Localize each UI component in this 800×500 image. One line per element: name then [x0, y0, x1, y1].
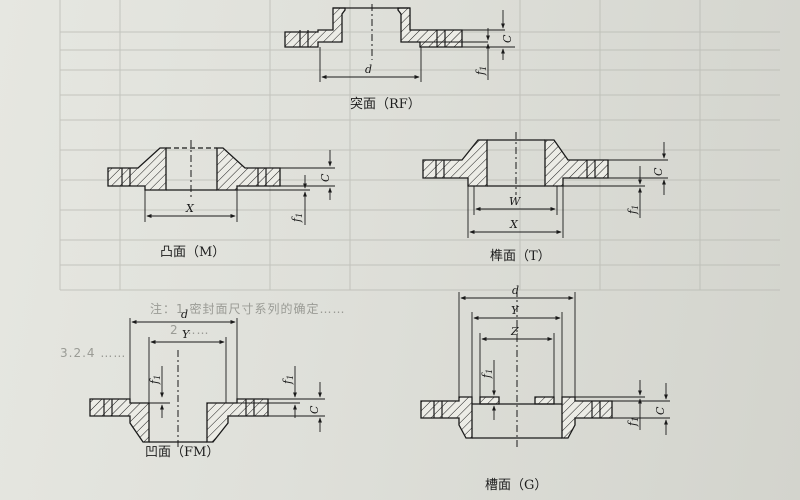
dim-c-m: C [319, 173, 332, 182]
caption-fm: 凹面（FM） [145, 445, 220, 460]
dim-f-label: f [281, 378, 294, 385]
flange-rf: d C f1 [284, 4, 515, 82]
dim-c-fm: C [308, 405, 321, 414]
dim-f-label: f [474, 69, 487, 76]
dim-f-subscript: 1 [631, 417, 640, 422]
dim-f-label: f [148, 378, 161, 385]
dim-x-m: X [185, 202, 195, 215]
dim-c-g: C [654, 406, 667, 415]
dim-f1-rf: f1 [474, 66, 488, 76]
dim-f-label: f [480, 372, 493, 379]
dim-f1-m: f1 [290, 213, 304, 223]
dim-z-g: Z [510, 325, 519, 338]
dim-f-subscript: 1 [631, 205, 640, 210]
dim-f-subscript: 1 [485, 369, 494, 374]
dim-f1-g-right: f1 [626, 417, 640, 427]
dim-f-subscript: 1 [295, 213, 304, 218]
bleed-line-3: 3.2.4 …… [60, 346, 127, 360]
flange-t: W X C f1 [422, 132, 668, 238]
dim-f-subscript: 1 [479, 66, 488, 71]
dim-f1-g-left: f1 [480, 369, 494, 379]
dim-w-t: W [509, 195, 522, 208]
dim-d-g: d [512, 284, 519, 297]
caption-t: 榫面（T） [490, 249, 551, 264]
dim-f-label: f [626, 208, 639, 215]
dim-f1-t: f1 [626, 205, 640, 215]
flange-fm: d Y C f1 f1 [89, 308, 325, 450]
dim-d-fm: d [181, 308, 188, 321]
dim-y-fm: Y [182, 328, 191, 341]
dim-f-subscript: 1 [153, 375, 162, 380]
flange-m: X C f1 [107, 140, 335, 225]
dim-y-g: Y [511, 304, 520, 317]
dim-f1-fm-left: f1 [148, 375, 162, 385]
caption-g: 槽面（G） [485, 478, 548, 493]
caption-rf: 突面（RF） [350, 97, 421, 112]
bleed-line-1: 注：1 密封面尺寸系列的确定…… [150, 302, 346, 316]
caption-m: 凸面（M） [160, 245, 226, 260]
dim-f-label: f [626, 420, 639, 427]
dim-f-label: f [290, 216, 303, 223]
flange-g: d Y Z C f1 f1 [420, 284, 670, 450]
dim-c-rf: C [501, 34, 514, 43]
bleed-line-2: 2 …… [170, 323, 210, 337]
dim-f1-fm-right: f1 [281, 375, 295, 385]
dim-c-t: C [652, 167, 665, 176]
dim-f-subscript: 1 [286, 375, 295, 380]
dim-x-t: X [509, 218, 519, 231]
dim-d-rf: d [365, 63, 372, 76]
